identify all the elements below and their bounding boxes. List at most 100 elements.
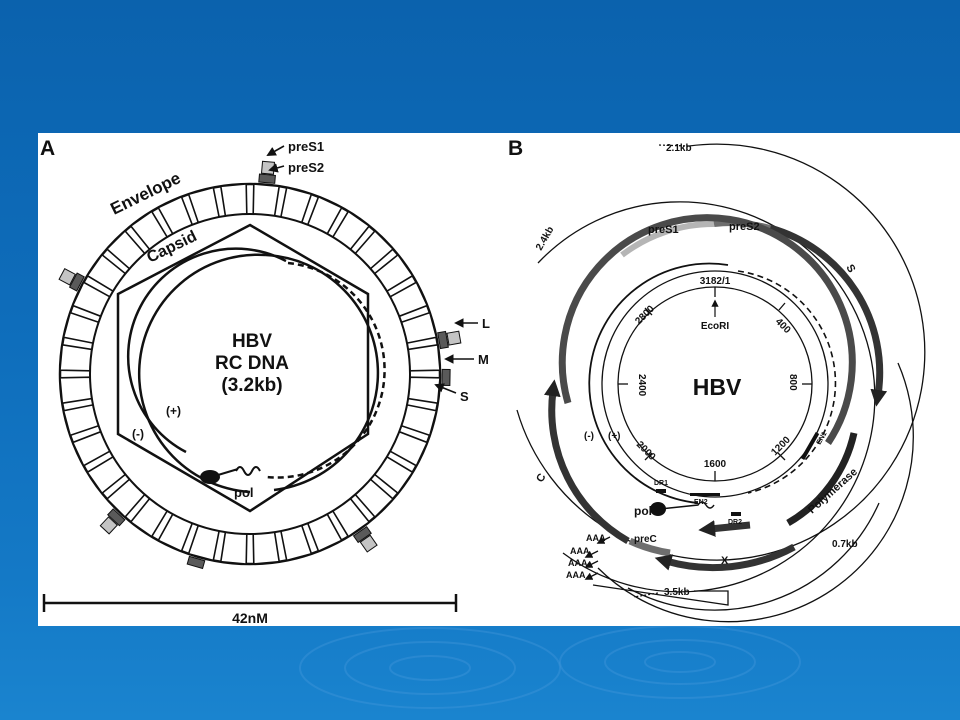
transcript-3-5kb-dotted [633, 592, 659, 598]
hbv-diagram: A HBV RC DNA (3.2kb) (+) (-) pol Envelop… [40, 137, 926, 626]
envelope-pres2-domain [437, 330, 449, 350]
transcript-2-1kb-dotted [657, 144, 690, 147]
hbv-title-line-1: HBV [232, 331, 272, 352]
ecori-position: 3182/1 [700, 276, 731, 287]
m-label: M [478, 352, 489, 367]
transcript-2-1kb-label: 2.1kb [666, 143, 692, 154]
polymerase-blob-b [650, 502, 666, 516]
envelope-block [407, 343, 441, 372]
hbv-figure: A HBV RC DNA (3.2kb) (+) (-) pol Envelop… [38, 133, 960, 626]
ripple-1 [389, 655, 471, 681]
pol-label-b: pol [634, 504, 652, 518]
s-arrow [434, 383, 457, 394]
en2-mark [690, 493, 720, 496]
x-gene-label: X [721, 555, 729, 567]
pol-tether-b [659, 501, 715, 510]
dr2-label: DR2 [728, 519, 742, 526]
ripple-5 [604, 639, 756, 685]
s-label: S [460, 389, 469, 404]
prec-orf [628, 537, 671, 557]
genome-outer-ring [601, 270, 829, 498]
panel-b-letter: B [508, 137, 523, 160]
envelope-pres2-domain [107, 508, 126, 527]
envelope-protein-blocks [59, 183, 441, 565]
plus-strand-dashed [265, 261, 386, 479]
hbv-title-line-2: RC DNA [215, 353, 289, 374]
envelope-block [59, 376, 93, 405]
polya-label-1: AAA [586, 533, 606, 543]
ecori-label: EcoRI [701, 321, 730, 332]
pres1-arrow [266, 145, 285, 156]
envelope-block [219, 531, 248, 565]
minus-strand-label: (-) [132, 427, 144, 441]
envelope-block [252, 183, 281, 217]
envelope-protrusions [58, 160, 462, 570]
tick-1200 [777, 452, 786, 461]
hbv-title-line-3: (3.2kb) [221, 375, 282, 396]
polya-label-3: AAA [568, 558, 588, 568]
tick-label-800: 800 [787, 374, 798, 391]
envelope-block [59, 343, 93, 372]
transcript-0-7kb-label: 0.7kb [832, 539, 858, 550]
tick-label-1600: 1600 [704, 459, 727, 470]
l-label: L [482, 316, 490, 331]
scale-label: 42nM [232, 610, 268, 626]
minus-strand-ring [588, 262, 729, 504]
plus-strand-squiggle [235, 466, 261, 476]
envelope-pres1-domain [260, 160, 276, 175]
plus-strand-ring-dashed [737, 270, 837, 494]
capsid-hexagon [116, 223, 370, 513]
envelope-pres1-domain [99, 516, 118, 535]
plus-strand-solid [126, 247, 287, 454]
s-orf [769, 224, 888, 407]
envelope-pres2-domain [186, 555, 206, 570]
pres1-label: preS1 [288, 139, 324, 154]
polya-arrow-3 [584, 560, 599, 568]
transcript-2-1kb-inner [597, 362, 914, 623]
envelope-pres1-domain [58, 268, 76, 286]
dr1-mark [656, 489, 666, 493]
envelope-pres2-domain [441, 368, 451, 386]
envelope-outer-ring [58, 182, 442, 566]
c-gene-label: C [534, 472, 548, 485]
minus-strand-label-b: (-) [584, 431, 594, 442]
pol-tether [217, 468, 239, 476]
polya-arrow-2 [584, 550, 599, 558]
plus-strand-label: (+) [166, 404, 181, 418]
ripple-4 [644, 651, 716, 673]
pres2-label-b: preS2 [729, 221, 760, 233]
panel-a-letter: A [40, 137, 55, 160]
transcript-3-5kb-label: 3.5kb [664, 587, 690, 598]
transcript-0-7kb [627, 502, 880, 611]
ripple-3 [299, 627, 561, 709]
en1-label: EN1 [816, 431, 829, 446]
pres1-label-b: preS1 [648, 224, 679, 236]
c-orf [544, 379, 630, 545]
panel-a: A HBV RC DNA (3.2kb) (+) (-) pol Envelop… [40, 137, 490, 626]
polya-arrow-4 [584, 572, 599, 580]
envelope-block [252, 531, 281, 565]
tick-2800 [644, 307, 653, 316]
minus-strand-gap [265, 253, 380, 492]
polya-label-2: AAA [570, 546, 590, 556]
tick-label-2800: 2800 [633, 303, 657, 327]
polymerase-orf-dark [786, 432, 858, 527]
ripple-2 [344, 641, 516, 695]
pres1-orf [620, 220, 715, 258]
dr2-mark [731, 512, 741, 516]
tick-label-400: 400 [773, 316, 793, 336]
envelope-block [219, 183, 248, 217]
en1-mark [800, 432, 820, 460]
envelope-pres2-domain [258, 173, 276, 184]
polya-arrows [584, 536, 611, 580]
envelope-pres2-domain [352, 526, 372, 544]
tick-2000 [644, 452, 653, 461]
envelope-block [407, 376, 441, 405]
minor-arrow-dr2 [698, 520, 751, 537]
envelope-pres2-domain [68, 272, 85, 292]
tick-400 [778, 302, 786, 311]
plus-strand-label-b: (+) [608, 431, 621, 442]
pres2-label: preS2 [288, 160, 324, 175]
tick-label-2400: 2400 [636, 374, 647, 397]
